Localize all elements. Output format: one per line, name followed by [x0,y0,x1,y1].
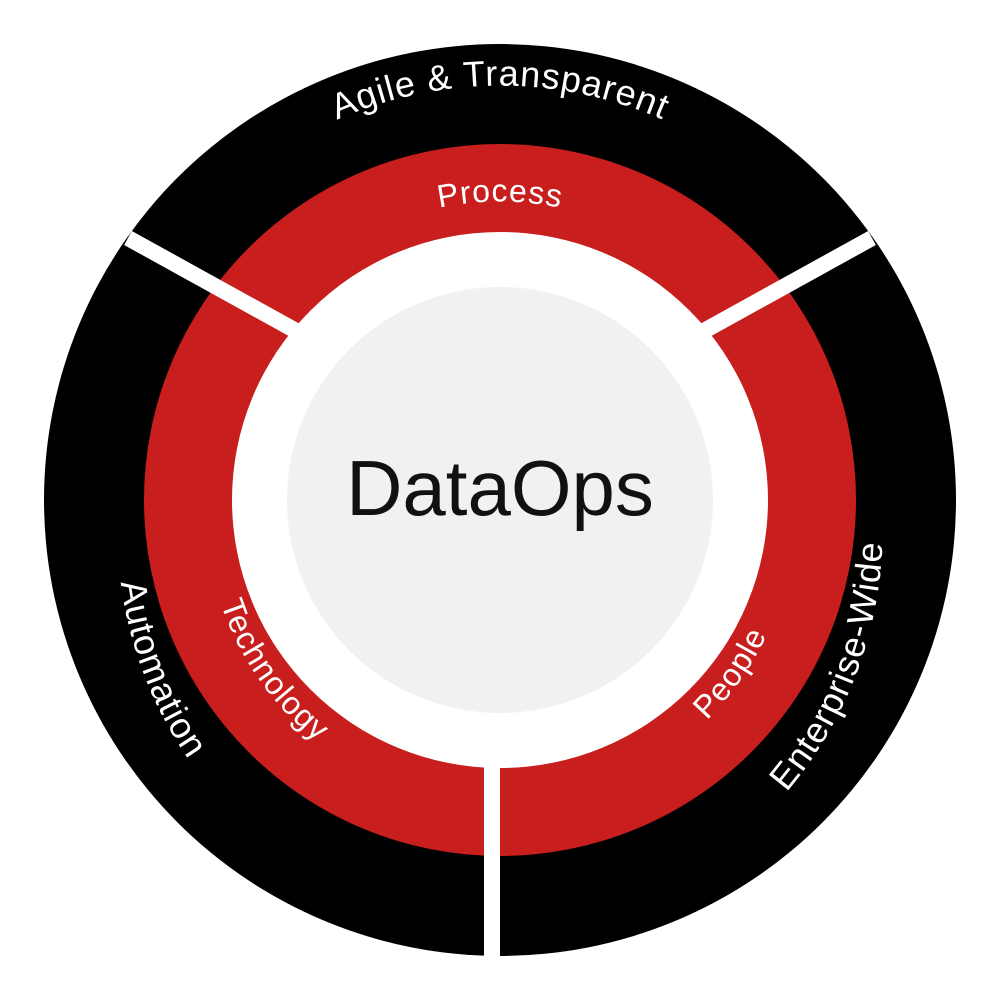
segment-separators [124,230,876,960]
separator-upper-left [124,230,302,340]
separator-upper-right [698,230,876,340]
inner-label-process: Process [434,173,566,215]
rings-group [44,44,956,956]
center-title: DataOps [346,444,654,532]
center-disc [287,287,713,713]
